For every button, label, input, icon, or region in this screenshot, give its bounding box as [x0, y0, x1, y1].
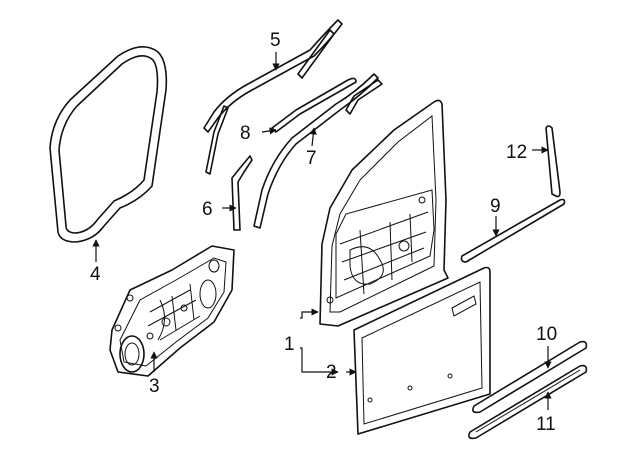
part-5-window-channel[interactable] — [203, 19, 343, 175]
part-6-corner-trim[interactable] — [231, 155, 253, 231]
callout-7: 7 — [306, 148, 317, 169]
part-4-door-seal[interactable] — [49, 46, 168, 243]
callout-10: 10 — [536, 324, 557, 345]
part-12-pillar-trim[interactable] — [545, 125, 561, 198]
callout-4: 4 — [90, 264, 101, 285]
callout-3: 3 — [149, 376, 160, 397]
callout-2: 2 — [326, 362, 337, 383]
part-2-door-skin[interactable] — [353, 266, 491, 435]
leader-lines — [92, 52, 552, 410]
part-10-rocker-molding[interactable] — [472, 340, 588, 414]
callout-12: 12 — [506, 142, 527, 163]
callout-1: 1 — [284, 334, 295, 355]
part-8-belt-strip[interactable] — [271, 77, 357, 133]
callout-9: 9 — [490, 196, 501, 217]
callout-11: 11 — [536, 414, 556, 435]
part-3-window-regulator[interactable] — [109, 245, 235, 377]
callout-5: 5 — [270, 30, 281, 51]
part-9-belt-molding[interactable] — [460, 198, 566, 263]
part-1-door-shell[interactable] — [319, 99, 449, 327]
part-11-sill-molding[interactable] — [468, 364, 588, 440]
callout-6: 6 — [202, 199, 213, 220]
callout-8: 8 — [240, 123, 251, 144]
part-7-glass-run[interactable] — [253, 73, 383, 229]
